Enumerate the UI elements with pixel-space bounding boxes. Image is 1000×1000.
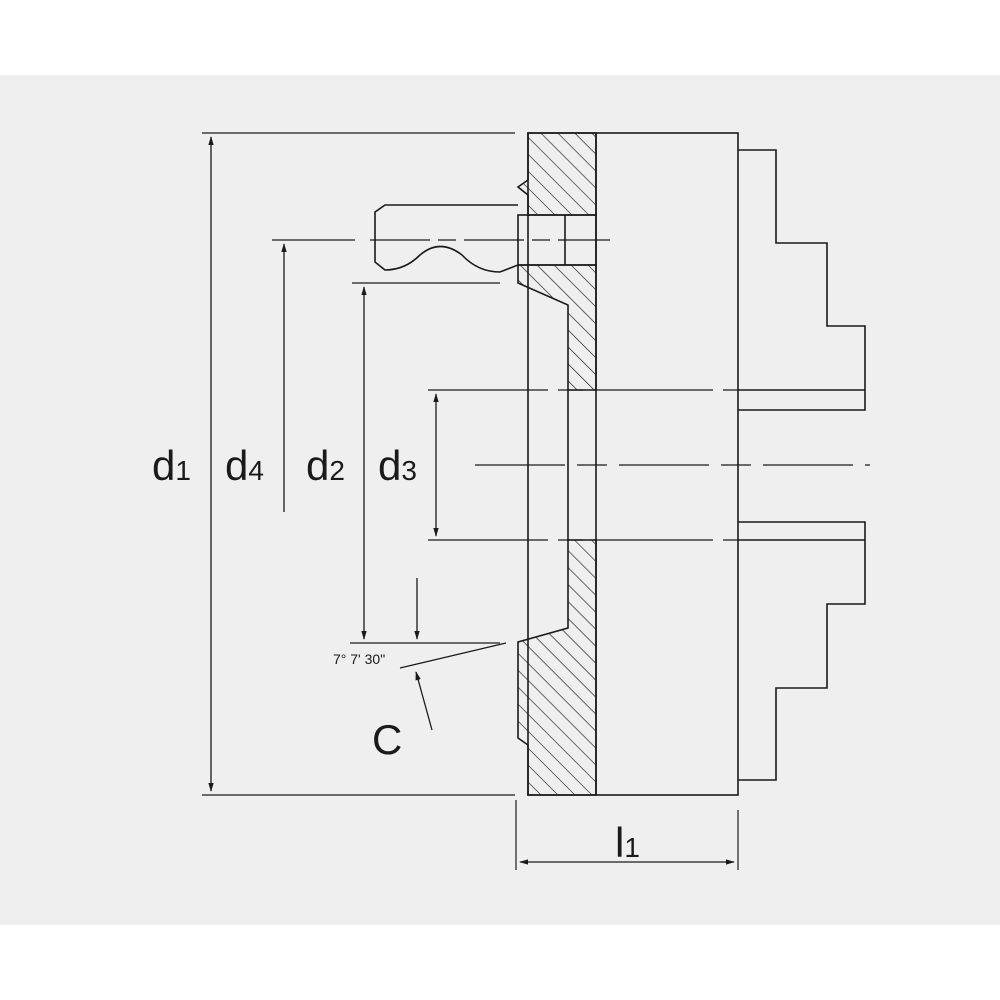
chuck-drawing: d1 d4 d2 d3 l1 C 7° 7' 30" — [0, 75, 1000, 925]
d2-label: d2 — [306, 442, 345, 489]
dimension-lines — [208, 136, 735, 865]
d3-label: d3 — [378, 442, 417, 489]
d1-label: d1 — [152, 442, 191, 489]
angle-label: 7° 7' 30" — [333, 651, 385, 667]
l1-label: l1 — [615, 819, 640, 866]
section-hatching — [516, 132, 597, 796]
jaw-steps — [738, 149, 866, 781]
c-dimension-bottom — [415, 671, 433, 731]
drawing-panel: d1 d4 d2 d3 l1 C 7° 7' 30" — [0, 75, 1000, 925]
centre-lines — [370, 239, 870, 541]
panel-background — [0, 75, 1000, 925]
extension-lines — [202, 132, 739, 870]
c-label: C — [372, 716, 402, 763]
d4-label: d4 — [225, 442, 264, 489]
